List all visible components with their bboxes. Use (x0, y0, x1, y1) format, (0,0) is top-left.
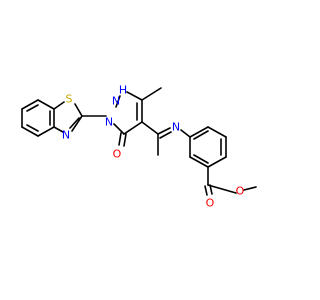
bond (71, 115, 83, 132)
atom-label-nitrogen: N (172, 121, 180, 134)
bond (193, 130, 209, 140)
bond (180, 129, 191, 138)
atom-label-sulfur: S (66, 93, 73, 106)
atom-label-nitrogen: N (112, 95, 120, 108)
bond (207, 156, 227, 168)
bond (243, 186, 257, 191)
molecule-structure-diagram: S N N H N O N O O (21, 83, 257, 210)
bond (141, 121, 159, 135)
bond (37, 126, 55, 137)
bond (207, 126, 227, 138)
bond (26, 124, 39, 132)
bond (189, 156, 209, 168)
bonds (21, 87, 257, 196)
bond (123, 133, 127, 147)
atom-label-nitrogen: N (105, 116, 113, 129)
atom-label-oxygen: O (236, 185, 245, 198)
bond (74, 103, 83, 117)
bond (21, 126, 39, 137)
bond (193, 154, 209, 164)
bond (126, 91, 143, 101)
bond (26, 104, 39, 112)
bond (209, 184, 213, 195)
bond (21, 99, 39, 110)
atom-labels: S N N H N O N O O (62, 84, 245, 210)
bond (69, 117, 80, 129)
bond (159, 131, 172, 139)
bond (115, 95, 121, 108)
bond (53, 126, 64, 133)
bond (113, 123, 125, 135)
bond (189, 126, 209, 138)
bond (123, 121, 143, 135)
bond (157, 127, 171, 135)
bond (53, 101, 65, 110)
bond (118, 132, 122, 146)
bond (207, 184, 237, 194)
bond (141, 87, 162, 101)
atom-label-oxygen: O (113, 148, 122, 161)
bond (37, 99, 55, 110)
bond (204, 185, 208, 196)
atom-label-hydrogen: H (119, 84, 127, 97)
atom-label-oxygen: O (206, 197, 215, 210)
atom-label-nitrogen: N (62, 129, 70, 142)
